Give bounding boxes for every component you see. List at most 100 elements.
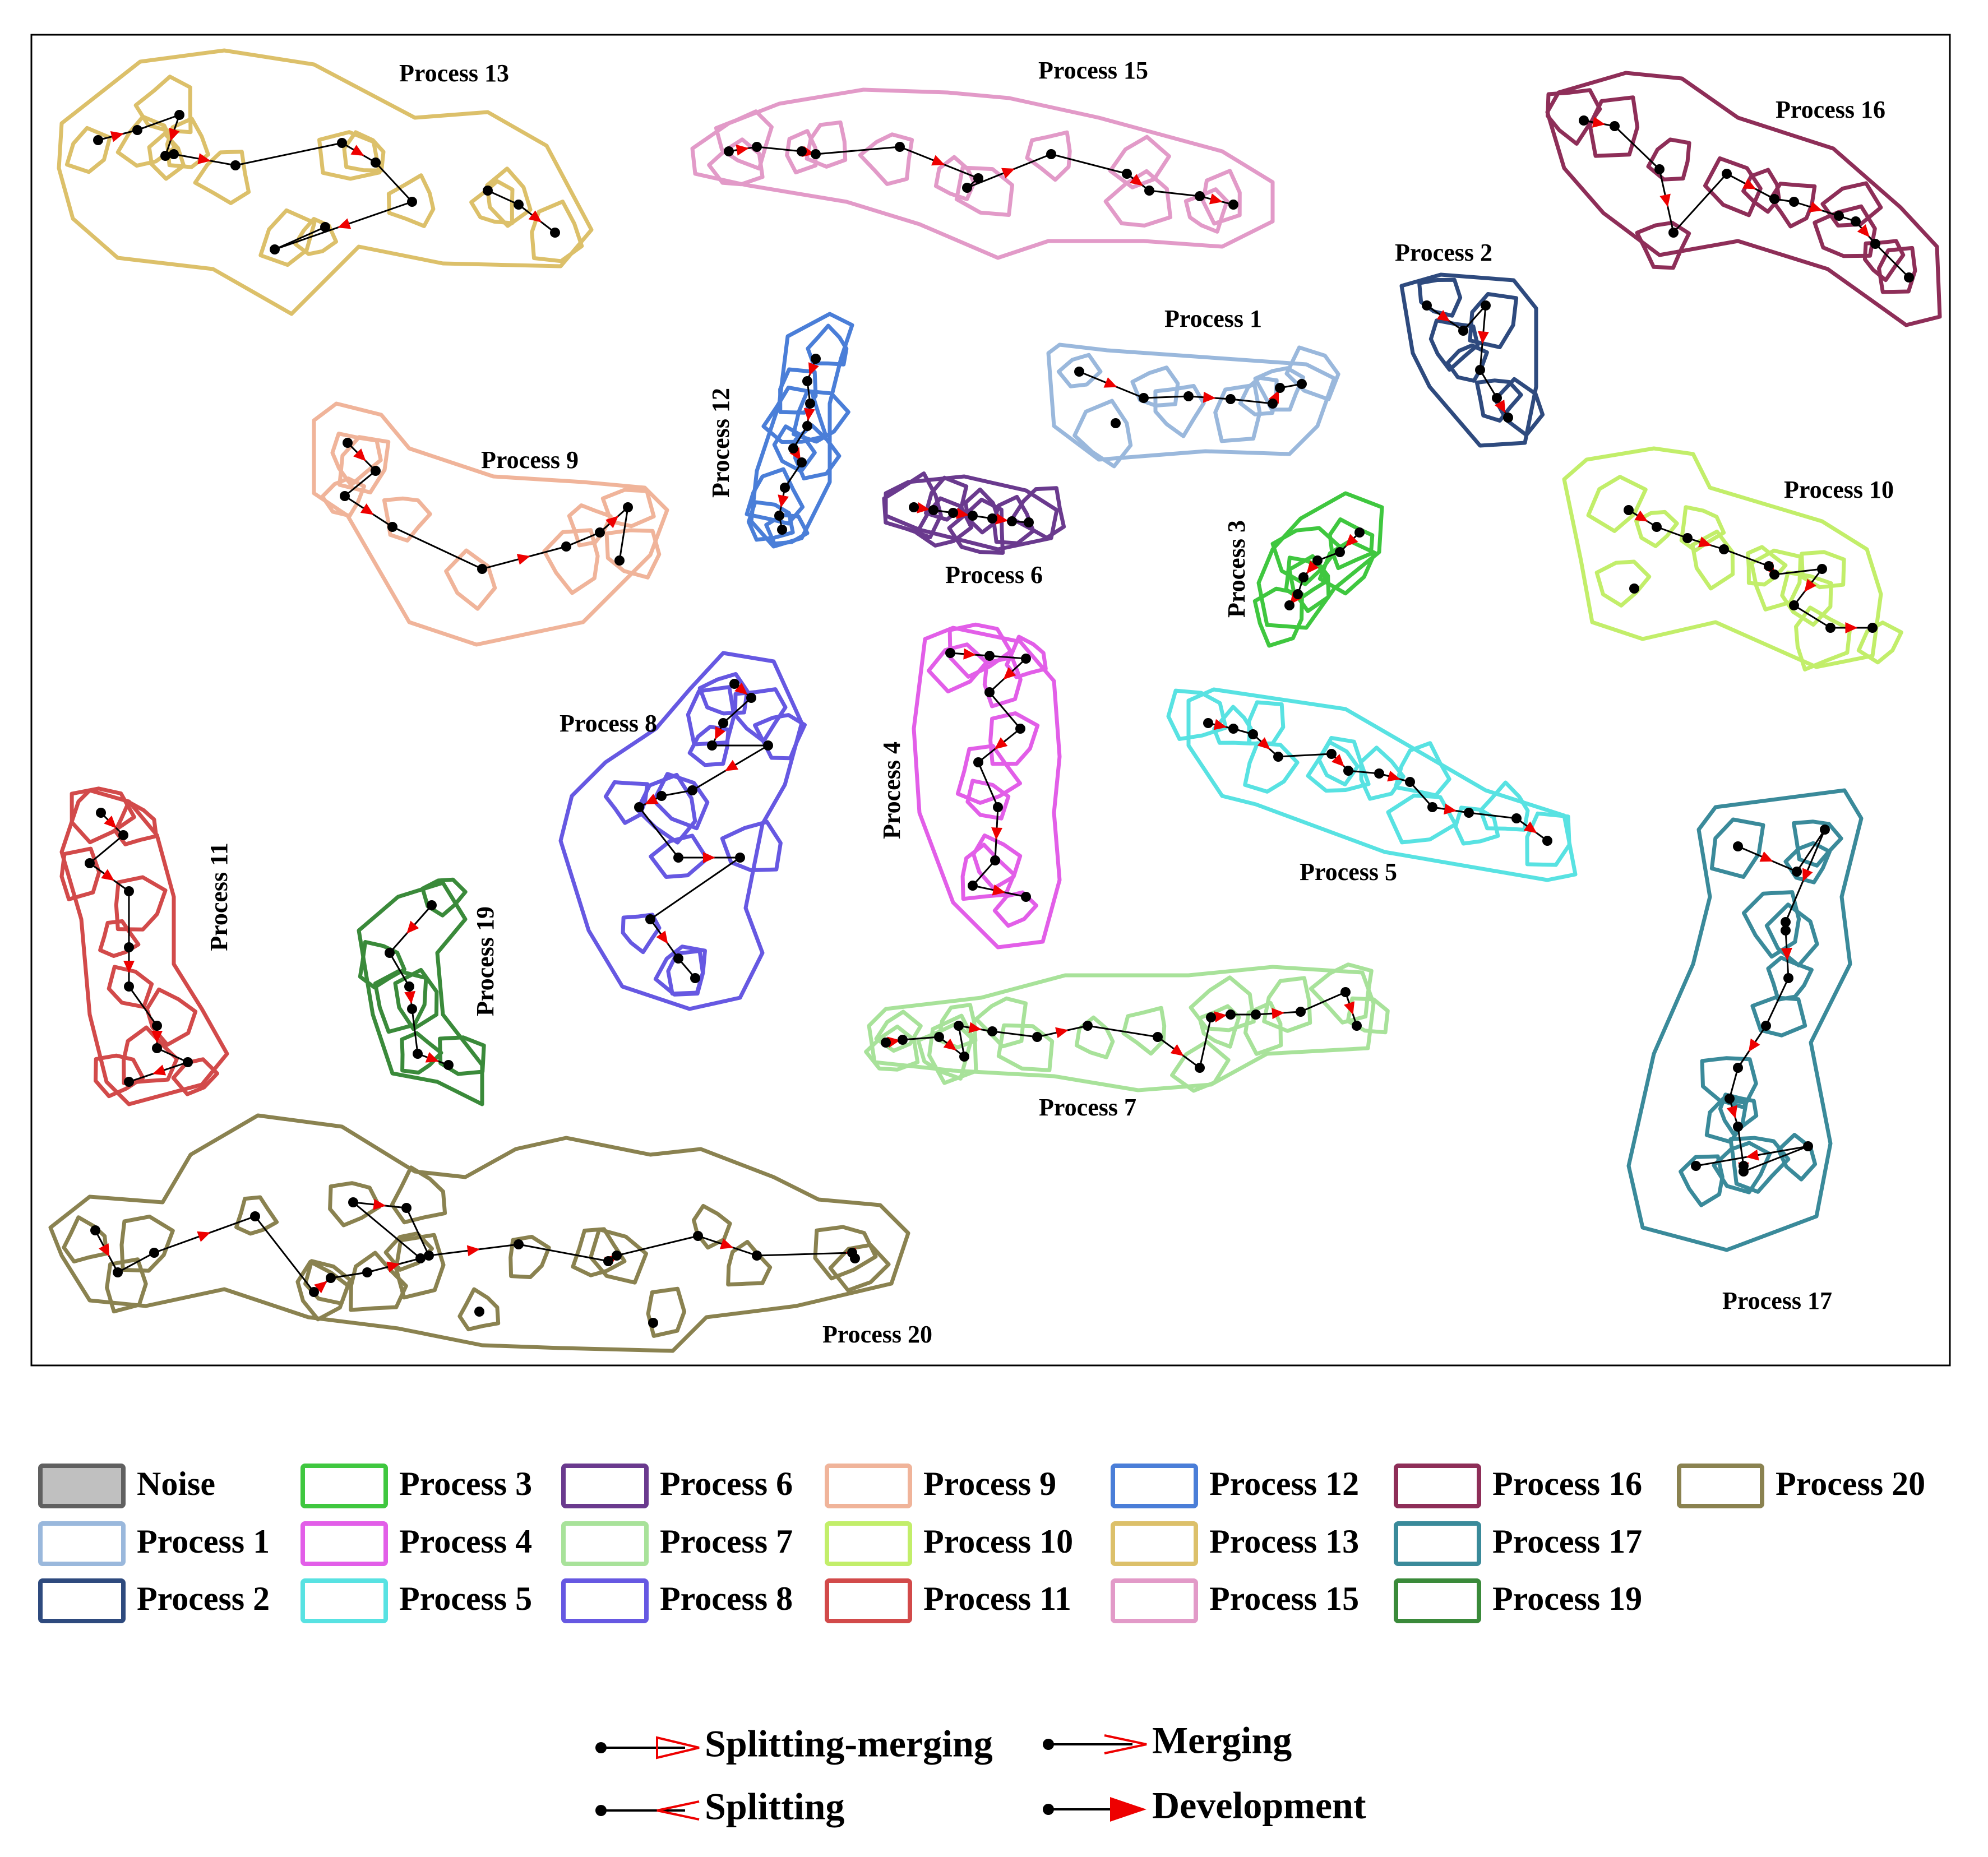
symbol-label-splitting-merging: Splitting-merging (705, 1722, 993, 1765)
process-15-node (797, 146, 807, 156)
process-20-development-arrow (99, 1243, 110, 1257)
process-13-track-segment (375, 161, 413, 203)
legend-swatch-process-16 (1394, 1464, 1481, 1508)
process-9-cell (604, 528, 662, 580)
process-17-development-arrow (1802, 868, 1813, 882)
legend-label-process-11: Process 11 (923, 1580, 1071, 1617)
process-20-node (309, 1287, 319, 1297)
process-20-cell (105, 1257, 148, 1314)
process-16-label: Process 16 (1776, 96, 1885, 123)
process-6-development-arrow (995, 513, 1009, 525)
process-5-cell (1243, 741, 1300, 794)
process-8-node (763, 740, 773, 751)
process-11-node (85, 858, 95, 868)
process-2-development-arrow (1477, 331, 1489, 344)
process-11-node (124, 942, 134, 952)
process-7-node (1206, 1012, 1216, 1022)
process-17-node (1733, 1063, 1743, 1073)
process-4-development-arrow (992, 884, 1006, 896)
legend-swatch-process-12 (1111, 1464, 1198, 1508)
process-8-label: Process 8 (560, 710, 657, 737)
process-6-node (909, 502, 919, 512)
process-4-node (993, 802, 1003, 812)
process-2-track-segment (1462, 305, 1487, 331)
process-19-cell (373, 969, 428, 1034)
process-13-track-segment (274, 226, 326, 251)
process-20-node (326, 1273, 336, 1283)
process-17-node (1761, 1021, 1771, 1031)
legend-swatch-process-9 (825, 1464, 912, 1508)
process-8-node (673, 853, 683, 863)
legend-label-process-9: Process 9 (923, 1465, 1056, 1502)
process-4-cell (992, 890, 1038, 928)
process-16-node (1834, 211, 1844, 221)
process-7-development-arrow (887, 1036, 900, 1048)
process-17-cell (1709, 817, 1765, 879)
process-15-node (962, 183, 972, 193)
splitting-icon (656, 1800, 700, 1821)
process-11-development-arrow (123, 961, 135, 973)
process-20-development-arrow (197, 1231, 211, 1242)
process-13-node (270, 244, 280, 254)
process-16-development-arrow (1809, 201, 1823, 212)
process-15-node (895, 142, 905, 152)
process-17-node (1792, 867, 1802, 877)
legend-swatch-process-3 (300, 1464, 388, 1508)
process-13-node (483, 186, 493, 196)
process-20-node (603, 1256, 613, 1266)
process-16-node (1654, 164, 1665, 174)
process-17-label: Process 17 (1722, 1287, 1832, 1314)
process-16-node (1870, 239, 1880, 249)
process-9-track-segment (618, 507, 629, 561)
process-9-node (340, 491, 350, 501)
process-1-node (1297, 379, 1307, 389)
process-15-development-arrow (1001, 168, 1015, 179)
process-5-development-arrow (1523, 821, 1537, 833)
process-20-track-segment (616, 1235, 699, 1257)
process-4-development-arrow (1003, 667, 1016, 680)
process-15-cell (933, 155, 976, 201)
process-12-node (802, 421, 812, 431)
process-2-node (1481, 300, 1491, 311)
process-19-node (413, 1049, 423, 1059)
process-20-node (424, 1251, 434, 1261)
process-9-node (595, 527, 605, 538)
process-13-cell (64, 126, 112, 174)
process-8-node (673, 953, 683, 964)
process-9-track-segment (392, 526, 483, 570)
process-13-node (337, 138, 347, 148)
process-17-development-arrow (1746, 1149, 1759, 1161)
process-5-node (1405, 777, 1415, 787)
process-8-node (718, 718, 728, 728)
process-7-node (1340, 987, 1351, 997)
process-1-cell (1072, 399, 1133, 469)
legend-label-process-3: Process 3 (399, 1465, 532, 1502)
process-3-cell (1328, 517, 1375, 571)
process-15-label: Process 15 (1038, 57, 1148, 84)
process-17-cell (1700, 1056, 1758, 1110)
process-4-node (973, 757, 983, 767)
process-20-track-segment (117, 1252, 155, 1273)
process-10-development-arrow (1845, 622, 1858, 633)
process-8-track-segment (638, 807, 679, 858)
process-20-track-segment (756, 1252, 853, 1257)
process-17-track-segment (1728, 1067, 1739, 1099)
process-8-development-arrow (734, 682, 748, 695)
process-7-cell (1121, 1006, 1167, 1056)
process-7-development-arrow (1272, 1008, 1284, 1020)
process-10-cell (1800, 550, 1846, 590)
process-9-node (343, 438, 353, 448)
process-17-node (1803, 1141, 1813, 1151)
process-7-track-segment (1199, 1017, 1212, 1068)
process-1-node (1268, 399, 1278, 409)
process-8-cell (697, 672, 750, 716)
process-11-node (183, 1057, 193, 1067)
process-20-cell (457, 1287, 501, 1332)
process-5-cell (1393, 741, 1451, 798)
process-11-node (124, 886, 134, 896)
process-3-node (1354, 527, 1365, 538)
process-16-track-segment (1613, 125, 1661, 170)
process-19-cell (400, 1031, 443, 1075)
process-20-node (250, 1211, 260, 1221)
